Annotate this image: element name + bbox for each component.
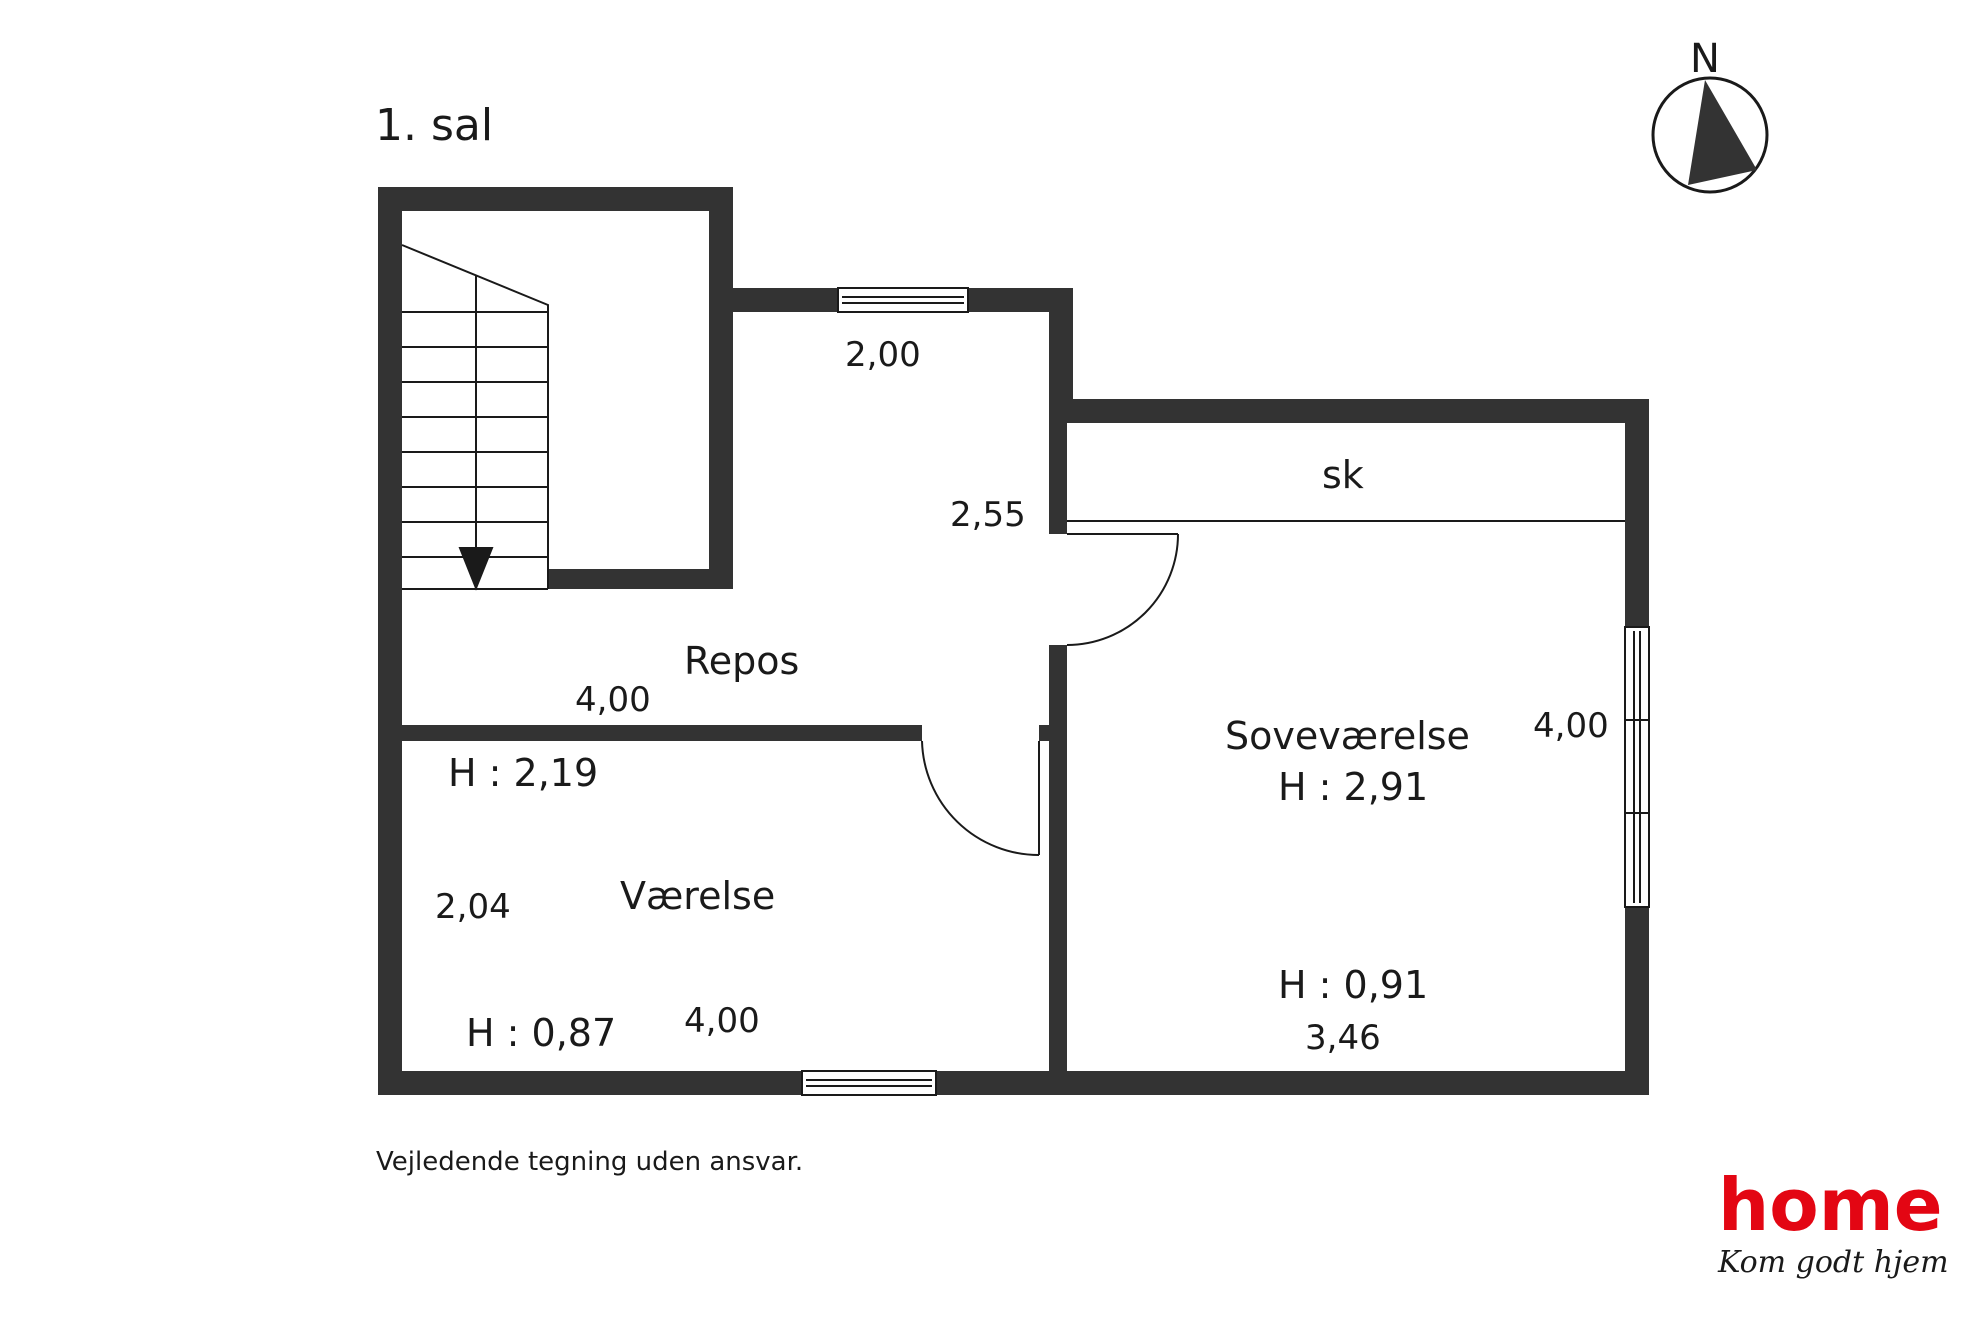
brand-name: home — [1718, 1163, 1943, 1247]
wall-top-stair — [378, 187, 733, 211]
windows — [801, 287, 1650, 1096]
sovevaerelse-height-bottom: H : 0,91 — [1278, 963, 1428, 1007]
floor-title: 1. sal — [375, 100, 493, 151]
repos-dim-side: 2,55 — [950, 495, 1026, 535]
sovevaerelse-height-top: H : 2,91 — [1278, 765, 1428, 809]
window-hall — [837, 287, 969, 313]
stairs — [401, 244, 549, 591]
north-compass-icon: N — [1651, 36, 1769, 194]
window-vaerelse — [801, 1070, 937, 1096]
brand-logo: home Kom godt hjem — [1717, 1163, 1949, 1280]
wall-left — [378, 187, 402, 1095]
bedroom-door-swing — [1066, 533, 1179, 646]
stair-arrow-icon — [458, 547, 494, 591]
vaerelse-height-top: H : 2,19 — [448, 751, 598, 795]
vaerelse-dim-side: 2,04 — [435, 887, 511, 927]
wall-partition-vaerelse — [402, 725, 922, 741]
repos-dim-bottom: 4,00 — [575, 680, 651, 720]
disclaimer: Vejledende tegning uden ansvar. — [376, 1147, 803, 1177]
doors — [921, 533, 1179, 856]
wall-stair-right — [709, 187, 733, 589]
wall-top-bedroom — [1049, 399, 1649, 423]
wall-partition-upper — [1049, 399, 1067, 534]
closet-label: sk — [1322, 453, 1364, 497]
window-bedroom — [1624, 626, 1650, 908]
wall-partition-lower — [1049, 645, 1067, 1095]
walls — [378, 187, 1649, 1095]
vaerelse-dim-bottom: 4,00 — [684, 1001, 760, 1041]
stair-outline — [401, 244, 549, 589]
sovevaerelse-label: Soveværelse — [1225, 714, 1470, 758]
wall-stair-bottom — [548, 569, 733, 589]
wall-partition-vaerelse-stub — [1039, 725, 1059, 741]
north-label: N — [1690, 36, 1720, 82]
brand-slogan: Kom godt hjem — [1717, 1245, 1949, 1280]
vaerelse-height-bottom: H : 0,87 — [466, 1011, 616, 1055]
repos-label: Repos — [684, 639, 799, 683]
vaerelse-door-swing — [921, 740, 1040, 856]
wall-bottom — [378, 1071, 1649, 1095]
sovevaerelse-dim-side: 4,00 — [1533, 706, 1609, 746]
repos-dim-top: 2,00 — [845, 335, 921, 375]
sovevaerelse-dim-bottom: 3,46 — [1305, 1018, 1381, 1058]
vaerelse-label: Værelse — [620, 874, 775, 918]
